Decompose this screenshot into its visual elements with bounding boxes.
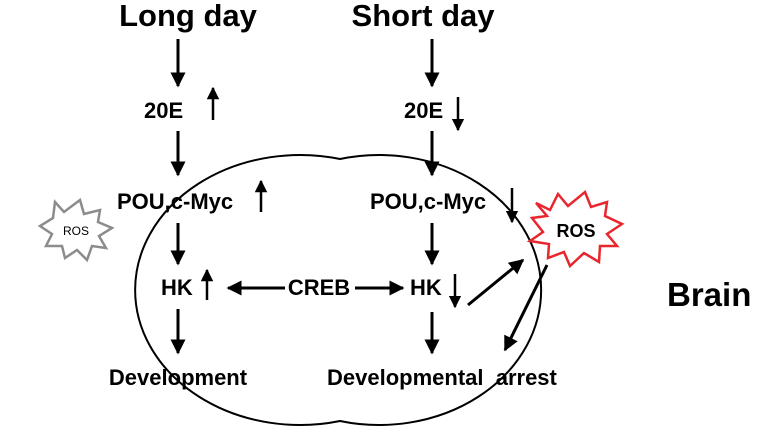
brain-label: Brain	[667, 276, 751, 313]
ros-burst-short-day	[526, 189, 625, 269]
developmental-arrest-label: Developmental arrest	[327, 365, 558, 390]
arrow-hk-to-ros	[467, 258, 525, 307]
development-label: Development	[109, 365, 248, 390]
ros-label-short-day: ROS	[556, 221, 595, 241]
long-day-label: Long day	[119, 0, 258, 33]
long-day-pou-cmyc-label: POU,c-Myc	[117, 189, 233, 214]
long-day-hk-label: HK	[161, 275, 193, 300]
ros-burst-long-day	[37, 197, 115, 263]
creb-label: CREB	[288, 275, 350, 300]
long-day-20e-label: 20E	[144, 98, 183, 123]
short-day-pou-cmyc-label: POU,c-Myc	[370, 189, 486, 214]
short-day-label: Short day	[352, 0, 496, 33]
short-day-20e-label: 20E	[404, 98, 443, 123]
short-day-hk-label: HK	[410, 275, 442, 300]
arrow-ros-to-arrest	[503, 264, 549, 352]
ros-label-long-day: ROS	[63, 224, 89, 238]
